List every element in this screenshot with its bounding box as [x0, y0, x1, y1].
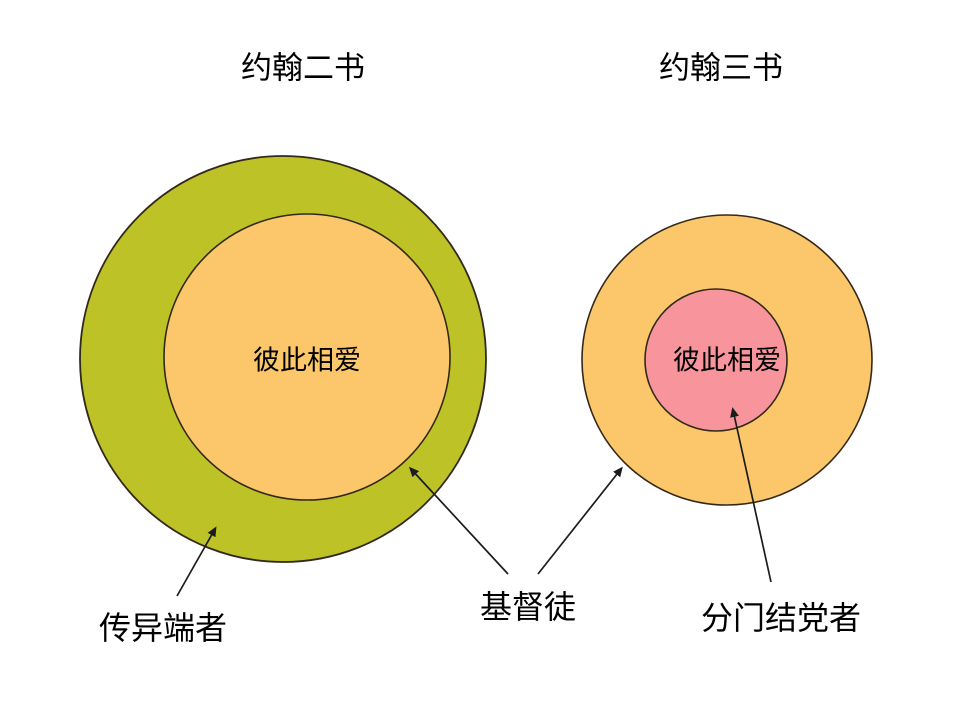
- right-inner-circle: [644, 288, 788, 432]
- arrow-christians-to-left-circle: [408, 466, 509, 575]
- right-inner-circle-label: 彼此相爱: [673, 345, 781, 376]
- left-inner-circle: [163, 213, 451, 501]
- heretics-label: 传异端者: [98, 610, 228, 646]
- left-diagram-title: 约翰二书: [241, 50, 365, 86]
- left-inner-circle-label: 彼此相爱: [253, 345, 361, 376]
- schismatics-label: 分门结党者: [700, 600, 862, 636]
- christians-label: 基督徒: [479, 589, 577, 625]
- arrow-to-schismatics-circle: [730, 407, 772, 583]
- arrow-christians-to-right-circle: [537, 466, 623, 575]
- arrow-to-heretics-ring: [176, 526, 217, 597]
- right-diagram-title: 约翰三书: [659, 50, 783, 86]
